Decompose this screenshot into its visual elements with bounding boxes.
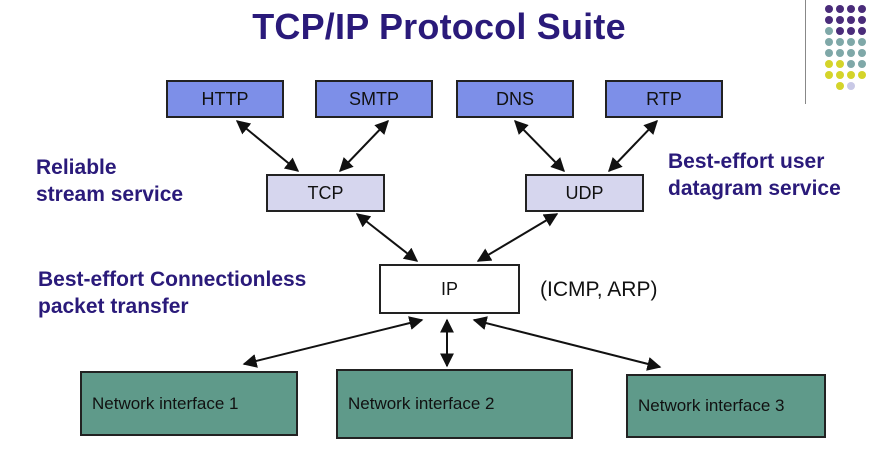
tcp-service-label: Reliable stream service	[36, 154, 183, 208]
tcp-service-line-1: Reliable	[36, 156, 117, 179]
network-interface-1-box: Network interface 1	[80, 371, 298, 436]
decor-dot	[825, 27, 833, 35]
decor-dot	[836, 38, 844, 46]
udp-service-line-1: Best-effort user	[668, 150, 825, 173]
decor-dot	[825, 60, 833, 68]
decor-dot	[836, 49, 844, 57]
ip-box: IP	[379, 264, 520, 314]
decor-dot	[836, 82, 844, 90]
decor-dot	[858, 71, 866, 79]
dns-box: DNS	[456, 80, 574, 118]
decor-dot	[836, 60, 844, 68]
decor-dot	[825, 16, 833, 24]
udp-ip-arrow	[476, 213, 559, 262]
decor-dot	[836, 5, 844, 13]
ip-net1-arrow	[242, 316, 424, 368]
decor-dot	[825, 71, 833, 79]
http-tcp-arrow	[235, 120, 300, 172]
decor-dot	[836, 16, 844, 24]
udp-box: UDP	[525, 174, 644, 212]
decor-dot	[825, 38, 833, 46]
decor-dot	[858, 16, 866, 24]
network-interface-3-label: Network interface 3	[638, 396, 785, 415]
smtp-box: SMTP	[315, 80, 433, 118]
udp-service-label: Best-effort user datagram service	[668, 148, 841, 202]
decor-dot	[847, 60, 855, 68]
network-interface-2-label: Network interface 2	[348, 394, 495, 413]
network-interface-3-box: Network interface 3	[626, 374, 826, 438]
ip-note: (ICMP, ARP)	[540, 278, 658, 301]
rtp-udp-arrow	[608, 119, 658, 173]
ip-net3-arrow	[472, 316, 662, 371]
decor-dot	[858, 38, 866, 46]
decor-dot	[847, 16, 855, 24]
tcp-service-line-2: stream service	[36, 183, 184, 206]
decor-dot	[847, 49, 855, 57]
decor-dot	[858, 49, 866, 57]
diagram-title: TCP/IP Protocol Suite	[252, 6, 626, 47]
decor-dot	[858, 60, 866, 68]
decor-dot	[825, 49, 833, 57]
decor-dot	[858, 27, 866, 35]
decor-dot	[858, 5, 866, 13]
udp-service-line-2: datagram service	[668, 177, 841, 200]
ip-service-line-2: packet transfer	[38, 295, 189, 318]
rtp-box: RTP	[605, 80, 723, 118]
decor-dot	[836, 27, 844, 35]
network-interface-2-box: Network interface 2	[336, 369, 573, 439]
tcp-ip-arrow	[355, 213, 419, 262]
slide-divider	[805, 0, 806, 104]
decor-dot	[847, 27, 855, 35]
ip-service-line-1: Best-effort Connectionless	[38, 268, 307, 291]
decor-dot	[825, 5, 833, 13]
http-box: HTTP	[166, 80, 284, 118]
decor-dot	[847, 71, 855, 79]
decor-dot	[847, 5, 855, 13]
smtp-tcp-arrow	[339, 119, 389, 173]
decor-dot	[836, 71, 844, 79]
decor-dot	[847, 82, 855, 90]
dns-udp-arrow	[514, 120, 565, 172]
network-interface-1-label: Network interface 1	[92, 393, 239, 413]
decor-dot	[847, 38, 855, 46]
ip-service-label: Best-effort Connectionless packet transf…	[38, 266, 306, 320]
tcp-box: TCP	[266, 174, 385, 212]
